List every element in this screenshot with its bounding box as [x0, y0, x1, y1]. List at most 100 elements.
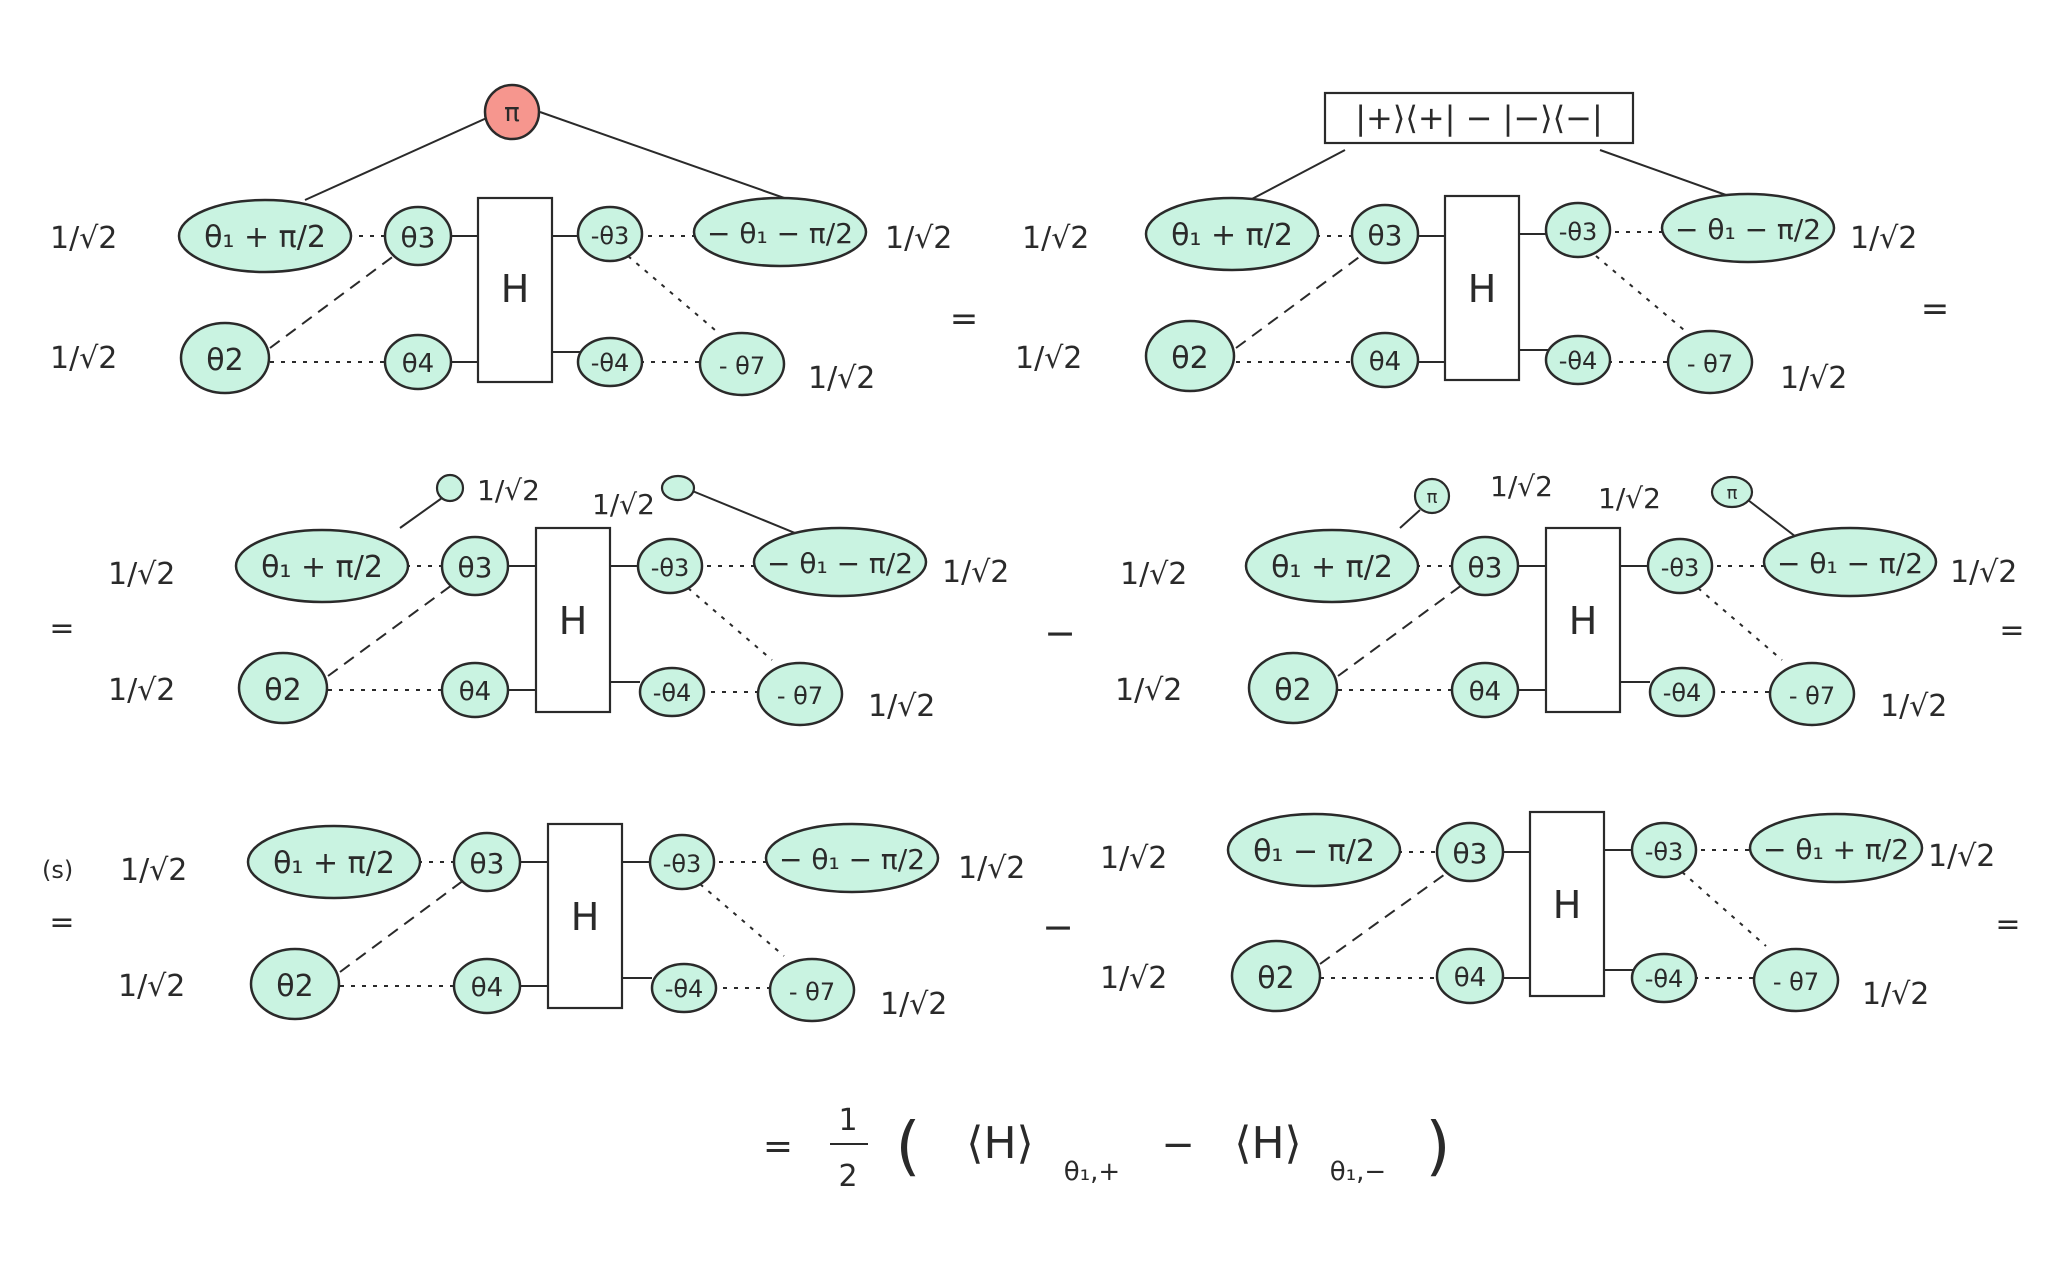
factor-label: 1/√2 [885, 221, 952, 256]
diagram-row2-left: 1/√2 1/√2 1/√2 1/√2 1/√2 1/√2 H θ₁ + π/2… [108, 473, 1009, 727]
spider-neg-theta3-label: -θ3 [1661, 554, 1700, 582]
equals-sign: = [49, 611, 74, 646]
spider-theta4-label: θ4 [1469, 677, 1501, 707]
spider-theta1-plus [177, 198, 353, 274]
diagram-row3-left: 1/√2 1/√2 1/√2 1/√2 H θ₁ + π/2 θ2 θ3 θ4 … [118, 822, 1025, 1023]
spider-neg-theta1-minus-label: − θ₁ − π/2 [1675, 213, 1821, 246]
factor-label: 1/√2 [1100, 961, 1167, 996]
spider-theta4 [440, 661, 510, 719]
factor-label: 1/√2 [108, 673, 175, 708]
spider-theta4-label: θ4 [402, 349, 434, 379]
half-denominator: 2 [838, 1159, 857, 1194]
spider-neg-theta4-label: -θ4 [653, 679, 692, 707]
factor-label: 1/√2 [1928, 839, 1995, 874]
pi-spider-small-label: π [1727, 483, 1738, 504]
spider-theta2-label: θ2 [1171, 341, 1208, 376]
hamiltonian-label: H [559, 599, 588, 643]
factor-label: 1/√2 [1880, 689, 1947, 724]
spider-theta4 [452, 957, 522, 1015]
equals-sign: = [950, 299, 979, 339]
factor-label: 1/√2 [1950, 555, 2017, 590]
diagram-row2-right: π π 1/√2 1/√2 1/√2 1/√2 1/√2 1/√2 H θ₁ +… [1115, 470, 2017, 727]
spider-neg-theta7 [1752, 947, 1840, 1013]
hamiltonian-box [476, 196, 554, 384]
spider-theta1-plus [234, 528, 410, 604]
spider-theta3 [1350, 203, 1420, 265]
spider-theta3-label: θ3 [401, 221, 436, 254]
result-expression: = 1 2 ( ⟨H⟩ θ₁,+ − ⟨H⟩ θ₁,− ) [763, 1103, 1451, 1194]
pi-spider-label: π [504, 98, 520, 128]
spider-neg-theta4 [1544, 334, 1612, 386]
spider-theta3-label: θ3 [1368, 219, 1403, 252]
spider-neg-theta3-label: -θ3 [1645, 838, 1684, 866]
spider-neg-theta4 [638, 666, 706, 718]
spider-neg-theta3 [648, 833, 716, 891]
expectation-plus-subscript: θ₁,+ [1064, 1157, 1120, 1187]
spider-theta3 [440, 535, 510, 597]
spider-theta2-label: θ2 [1274, 673, 1311, 708]
factor-label: 1/√2 [118, 969, 185, 1004]
spider-neg-theta7 [768, 957, 856, 1023]
spider-neg-theta4 [650, 962, 718, 1014]
spider-neg-theta7-label: - θ7 [1687, 350, 1733, 378]
hamiltonian-label: H [571, 895, 600, 939]
factor-label: 1/√2 [50, 341, 117, 376]
phase-spider-zero [435, 473, 465, 503]
half-numerator: 1 [838, 1103, 857, 1138]
spider-theta2-label: θ2 [1257, 961, 1294, 996]
factor-label: 1/√2 [592, 488, 655, 521]
hamiltonian-box [1443, 194, 1521, 382]
spider-neg-theta4 [1648, 666, 1716, 718]
spider-neg-theta4-label: -θ4 [1559, 347, 1598, 375]
hamiltonian-label: H [1569, 599, 1598, 643]
expectation-minus-subscript: θ₁,− [1330, 1157, 1386, 1187]
equals-sign: = [49, 905, 74, 940]
spider-theta1-plus [246, 824, 422, 900]
factor-label: 1/√2 [808, 361, 875, 396]
spider-theta3 [1435, 821, 1505, 883]
spider-neg-theta4-label: -θ4 [1663, 679, 1702, 707]
spider-neg-theta7 [1768, 661, 1856, 727]
factor-label: 1/√2 [880, 987, 947, 1022]
spider-theta1-minus-label: θ₁ − π/2 [1253, 834, 1375, 869]
equals-sign: = [1995, 907, 2020, 942]
expectation-minus: ⟨H⟩ [1234, 1118, 1301, 1169]
expectation-plus: ⟨H⟩ [966, 1118, 1033, 1169]
spider-neg-theta1-minus-label: − θ₁ − π/2 [1777, 547, 1923, 580]
pi-spider-small [1413, 477, 1451, 515]
spider-neg-theta1-minus [1762, 526, 1938, 598]
spider-theta4-label: θ4 [459, 677, 491, 707]
spider-theta3-label: θ3 [470, 847, 505, 880]
spider-neg-theta1-minus-label: − θ₁ − π/2 [767, 547, 913, 580]
spider-theta4 [1350, 331, 1420, 389]
factor-label: 1/√2 [958, 851, 1025, 886]
projector-label: |+⟩⟨+| − |−⟩⟨−| [1355, 99, 1602, 137]
factor-label: 1/√2 [477, 474, 540, 507]
factor-label: 1/√2 [1598, 482, 1661, 515]
factor-label: 1/√2 [1120, 557, 1187, 592]
minus-sign: − [1044, 611, 1076, 655]
spider-theta4-label: θ4 [1369, 347, 1401, 377]
spider-neg-theta4 [1630, 952, 1698, 1004]
spider-theta3 [452, 831, 522, 893]
spider-neg-theta1-minus-label: − θ₁ − π/2 [779, 843, 925, 876]
spider-theta2 [1247, 651, 1339, 725]
spider-neg-theta1-minus [692, 196, 868, 268]
spider-neg-theta1-plus-label: − θ₁ + π/2 [1763, 833, 1909, 866]
hamiltonian-box [534, 526, 612, 714]
spider-theta2 [237, 651, 329, 725]
spider-theta2 [1230, 939, 1322, 1013]
spider-theta4-label: θ4 [471, 973, 503, 1003]
phase-spider-zero [660, 474, 696, 502]
result-minus: − [1161, 1122, 1195, 1168]
hamiltonian-label: H [501, 267, 530, 311]
spider-theta1-plus-label: θ₁ + π/2 [273, 846, 395, 881]
spider-neg-theta3 [636, 537, 704, 595]
result-equals: = [763, 1126, 793, 1167]
diagram-row1-left: π 1/√2 1/√2 1/√2 1/√2 H θ₁ + π/2 θ2 θ3 θ… [50, 83, 952, 397]
spider-neg-theta4-label: -θ4 [591, 349, 630, 377]
spider-neg-theta7-label: - θ7 [719, 352, 765, 380]
spider-theta1-plus-label: θ₁ + π/2 [1171, 218, 1293, 253]
spider-theta2-label: θ2 [264, 673, 301, 708]
